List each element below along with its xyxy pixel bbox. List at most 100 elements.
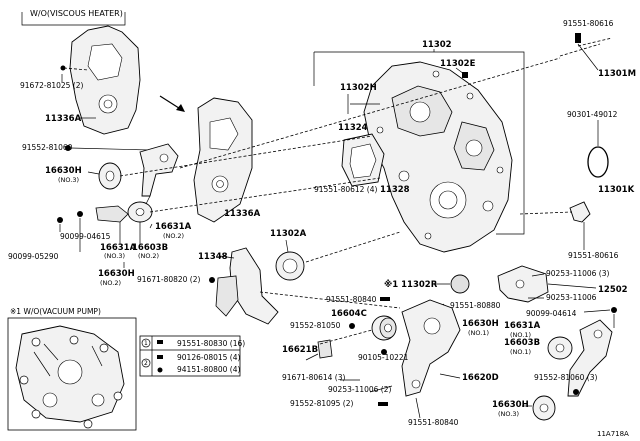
arrow-icon [176,104,185,112]
idler-pulley-16630h-no3-left [98,162,122,190]
inset-cover-outline [15,325,125,423]
legend-marker-2-label: 2 [144,360,148,367]
label-16631a-b: 16631A [100,243,137,253]
leader-91552-a [70,147,151,151]
leader-dash-sensor [519,211,573,215]
label-11324: 11324 [338,123,368,133]
label-16630h-a-sub: (NO.3) [58,176,79,184]
tensioner-arm-16631a-no1 [567,319,613,397]
leader-91672 [63,67,89,71]
label-11301k: 11301K [598,185,635,195]
label-11302e: 11302E [440,59,476,69]
label-91551-80880: 91551-80880 [450,301,501,310]
label-16631a-a-sub: (NO.2) [163,232,184,240]
viscous-bracket [21,12,126,26]
leaders-12502 [528,273,545,299]
legend-row-2b: 94151-80800 (4) [177,365,241,374]
label-91551-80616-a: 91551-80616 [563,19,614,28]
frame-11302 [313,51,525,235]
inset-vacuum-pump-frame [7,317,137,431]
pulley-16604c [371,315,397,341]
timing-chain-cover-11302 [363,61,513,253]
label-11302a: 11302A [270,229,307,239]
bolt-91552-81095 [378,402,388,406]
bracket-16621b [317,339,333,359]
label-12502: 12502 [598,285,628,295]
label-16630h-d-sub: (NO.3) [498,410,519,418]
label-16630h-c: 16630H [462,319,499,329]
label-91551-80612: 91551-80612 (4) [314,185,378,194]
label-16603b-b-sub: (NO.1) [510,348,531,356]
legend-marker-1 [141,338,151,348]
leader-dash-seal [305,231,401,263]
label-91552-81095: 91552-81095 (2) [290,399,354,408]
label-16631a-a: 16631A [155,222,192,232]
legend-marker-2 [141,358,151,368]
engine-mount-12502 [497,265,549,303]
label-16630h-d: 16630H [492,400,529,410]
label-16603b-a-sub: (NO.2) [138,252,159,260]
legend-nut-icon [157,367,163,373]
tensioner-pulley-16603b-no2 [127,201,153,223]
bolt-91672 [60,65,66,71]
legend-table [139,335,241,377]
label-11348: 11348 [198,252,228,262]
label-90253-11006-2: 90253-11006 (2) [328,385,392,394]
label-90099-04615: 90099-04615 [60,232,111,241]
label-91671-80614: 91671-80614 (3) [282,373,346,382]
bolt-91552-81050 [349,323,355,329]
label-16630h-b-sub: (NO.2) [100,279,121,287]
bolt-91551-80616-a [575,33,581,43]
label-91552-81060-3: 91552-81060 (3) [534,373,598,382]
label-90099-05290: 90099-05290 [8,252,59,261]
bolt-91552-81060-3 [573,389,579,395]
adjuster-arm-16631a-no3 [95,205,129,223]
label-11302r: ※1 11302R [384,279,438,290]
leaders-bottom-mid [305,353,421,419]
note-vacuum-pump: ※1 W/O(VACUUM PUMP) [10,307,101,316]
leader-dashed-main [119,57,561,345]
o-ring-90301 [587,146,609,178]
leader-11301m [577,43,599,71]
tensioner-bracket-16631a-no2 [139,143,179,197]
bolt-90105-10221 [381,349,387,355]
label-91671-80820: 91671-80820 (2) [137,275,201,284]
label-91552-81050: 91552-81050 [290,321,341,330]
label-16621b: 16621B [282,345,318,355]
label-90253-11006-3: 90253-11006 (3) [546,269,610,278]
label-16631a-b-sub: (NO.3) [104,252,125,260]
leader-11302a [285,239,289,253]
label-91551-80840-a: 91551-80840 [326,295,377,304]
label-11336a-lower: 11336A [224,209,261,219]
label-90253-11006: 90253-11006 [546,293,597,302]
label-16631a-c-sub: (NO.1) [510,331,531,339]
label-16630h-b: 16630H [98,269,135,279]
sensor-11301k [569,201,591,240]
tensioner-assy-16620d [401,299,461,397]
label-11336a-upper: 11336A [45,114,82,124]
guide-plate-11348 [215,247,279,325]
timing-cover-11336a-upper [69,25,141,135]
label-16631a-c: 16631A [504,321,541,331]
figure-code: 11A718A [597,430,629,438]
label-91551-80840-b: 91551-80840 [408,418,459,427]
bolt-91552-81060 [65,145,71,151]
label-91552-81060-a: 91552-81060 [22,143,73,152]
label-90301-49012: 90301-49012 [567,110,618,119]
timing-cover-11336a-lower [193,97,253,223]
bolt-91671-80820 [209,277,215,283]
leaders-left-group [59,218,153,268]
leader-11302e [455,67,465,75]
legend-bolt-icon-1 [157,340,163,344]
plug-11302e [462,72,468,78]
label-16603b-b: 16603B [504,338,540,348]
leader-16630h-a [87,171,100,175]
leader-dashed-top [559,37,613,57]
bolt-90099-05290 [77,211,83,217]
label-16604c: 16604C [331,309,367,319]
legend-grid [140,336,240,376]
label-90099-04614: 90099-04614 [526,309,577,318]
label-11301m: 11301M [598,69,636,79]
legend-row-1: 91551-80830 (16) [177,339,245,348]
gasket-11324 [341,133,385,187]
